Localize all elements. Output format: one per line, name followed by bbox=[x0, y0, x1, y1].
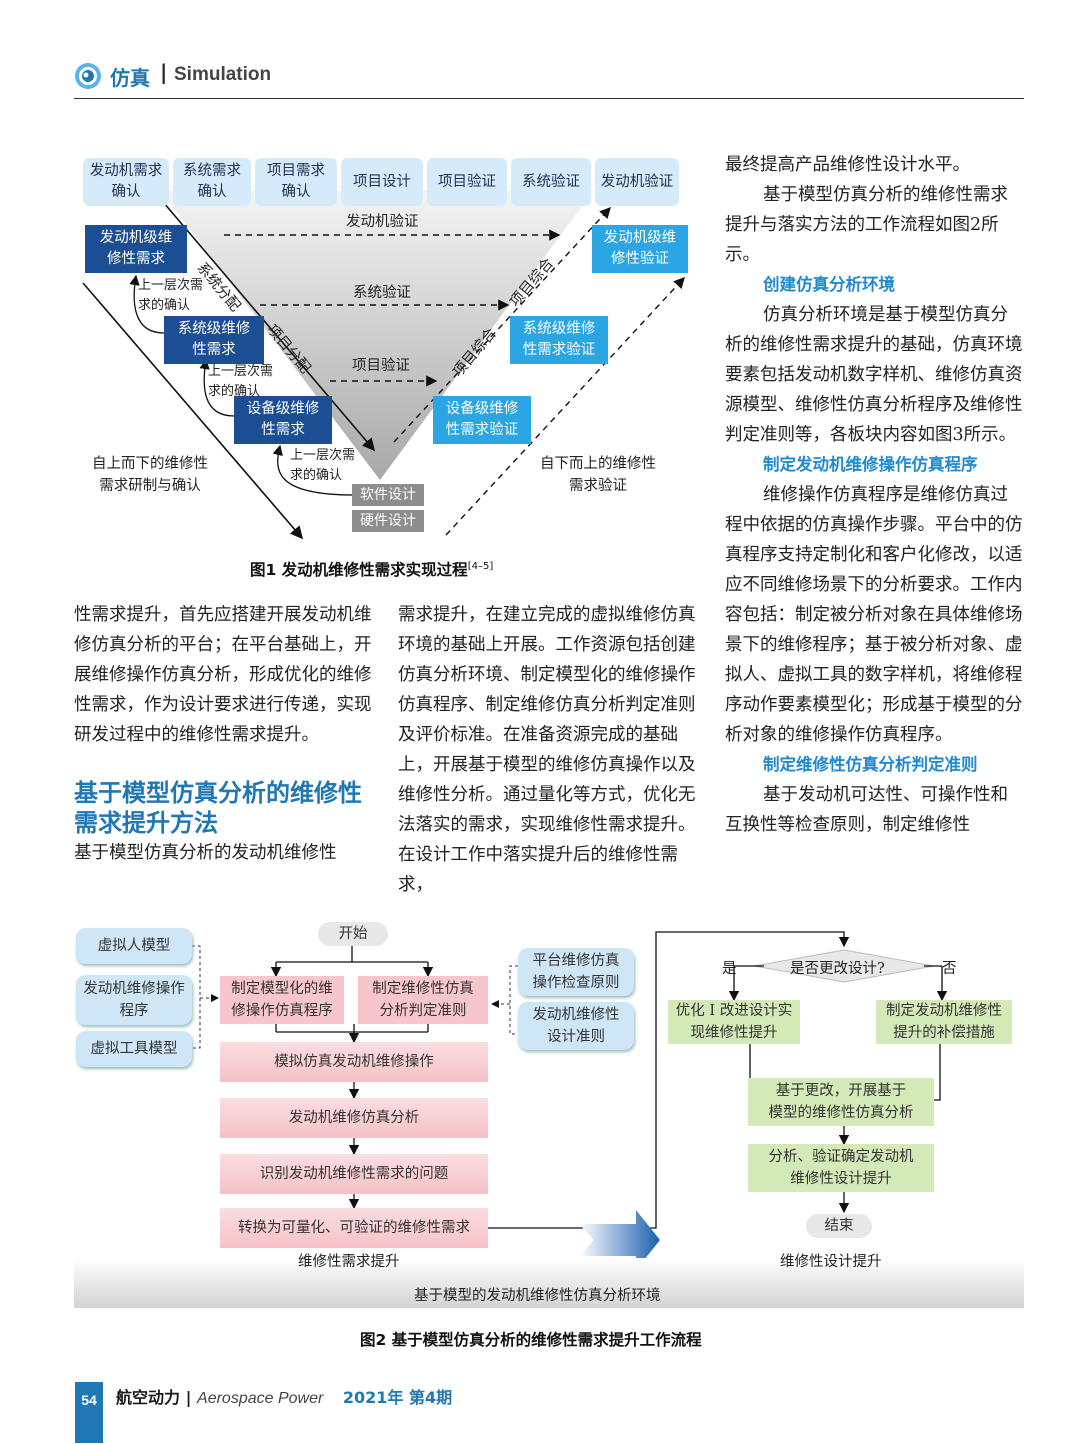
figure1-caption: 图1 发动机维修性需求实现过程[4–5] bbox=[250, 560, 494, 579]
right-flow-title: 维修性设计提升 bbox=[780, 1254, 882, 1270]
label-system-verify: 系统验证 bbox=[353, 285, 411, 301]
header-rule bbox=[74, 98, 1024, 99]
input-virtual-tool-model: 虚拟工具模型 bbox=[76, 1031, 192, 1067]
equipment-maintainability-requirement: 设备级维修 性需求 bbox=[234, 396, 332, 444]
step-convert-requirements: 转换为可量化、可验证的维修性需求 bbox=[220, 1208, 488, 1248]
step-simulate-operation: 模拟仿真发动机维修操作 bbox=[220, 1042, 488, 1082]
figure1-lines bbox=[82, 190, 685, 540]
yes-improve-design: 优化 I 改进设计实 现维修性提升 bbox=[668, 1000, 800, 1044]
input-platform-check-principle: 平台维修仿真 操作检查原则 bbox=[518, 948, 634, 996]
col3-p4: 维修操作仿真程序是维修仿真过程中依据的仿真操作步骤。平台中的仿真程序支持定制化和… bbox=[725, 485, 1023, 745]
top-engine-requirement-confirm: 发动机需求 确认 bbox=[83, 158, 169, 206]
verify-design-improvement: 分析、验证确定发动机 维修性设计提升 bbox=[748, 1144, 934, 1192]
prep-simulation-program: 制定模型化的维 修操作仿真程序 bbox=[220, 976, 344, 1024]
col3-p1: 最终提高产品维修性设计水平。 bbox=[725, 155, 970, 175]
col3-p2: 基于模型仿真分析的维修性需求提升与落实方法的工作流程如图2所示。 bbox=[725, 185, 1008, 265]
engine-maintainability-verify: 发动机级维 修性验证 bbox=[592, 225, 688, 273]
note-upper-confirm-3: 上一层次需 求的确认 bbox=[290, 448, 356, 483]
subheading-criteria: 制定维修性仿真分析判定准则 bbox=[763, 755, 978, 774]
journal-name-en: Aerospace Power bbox=[197, 1390, 324, 1407]
subheading-operation-program: 制定发动机维修操作仿真程序 bbox=[763, 455, 978, 474]
v-triangle bbox=[160, 190, 594, 480]
system-maintainability-verify: 系统级维修 性需求验证 bbox=[510, 316, 608, 364]
header-section-cn: 仿真 bbox=[110, 66, 150, 90]
step-simulation-analysis: 发动机维修仿真分析 bbox=[220, 1098, 488, 1138]
label-engine-verify: 发动机验证 bbox=[346, 214, 419, 230]
top-item-requirement-confirm: 项目需求 确认 bbox=[255, 158, 337, 206]
journal-name-cn: 航空动力 bbox=[116, 1388, 181, 1407]
label-bottom-up: 自下而上的维修性 需求验证 bbox=[540, 456, 656, 494]
page-number: 54 bbox=[75, 1382, 103, 1443]
note-upper-confirm-1: 上一层次需 求的确认 bbox=[138, 278, 204, 313]
input-virtual-human-model: 虚拟人模型 bbox=[76, 928, 192, 964]
step-identify-problems: 识别发动机维修性需求的问题 bbox=[220, 1154, 488, 1194]
figure2-caption: 图2 基于模型仿真分析的维修性需求提升工作流程 bbox=[360, 1331, 702, 1349]
no-compensation-measures: 制定发动机维修性 提升的补偿措施 bbox=[876, 1000, 1012, 1044]
journal-issue: 2021年 第4期 bbox=[342, 1388, 453, 1407]
env-band-label: 基于模型的发动机维修性仿真分析环境 bbox=[414, 1288, 661, 1304]
big-flow-arrow bbox=[579, 1210, 660, 1258]
col1-tail: 基于模型仿真分析的发动机维修性 bbox=[74, 843, 337, 863]
input-engine-maintenance-program: 发动机维修操作 程序 bbox=[76, 975, 192, 1025]
subheading-create-env: 创建仿真分析环境 bbox=[763, 275, 895, 294]
col3-p3: 仿真分析环境是基于模型仿真分析的维修性需求提升的基础，仿真环境要素包括发动机数字… bbox=[725, 305, 1023, 445]
section-heading: 基于模型仿真分析的维修性需求提升方法 bbox=[74, 779, 362, 837]
system-maintainability-requirement: 系统级维修 性需求 bbox=[164, 316, 264, 364]
top-item-verify: 项目验证 bbox=[427, 158, 507, 206]
column-3: 最终提高产品维修性设计水平。 基于模型仿真分析的维修性需求提升与落实方法的工作流… bbox=[725, 150, 1025, 840]
software-design: 软件设计 bbox=[352, 484, 424, 506]
label-item-verify: 项目验证 bbox=[352, 358, 410, 374]
decision-no: 否 bbox=[942, 961, 957, 977]
journal-sep: | bbox=[185, 1388, 192, 1407]
flow-end: 结束 bbox=[806, 1214, 872, 1238]
journal-logo-icon bbox=[75, 63, 101, 89]
journal-footer: 航空动力 | Aerospace Power 2021年 第4期 bbox=[116, 1384, 452, 1408]
header-section-en: Simulation bbox=[174, 64, 272, 85]
decision-change-design: 是否更改设计? bbox=[790, 961, 885, 977]
top-engine-verify: 发动机验证 bbox=[595, 158, 679, 206]
col3-p5: 基于发动机可达性、可操作性和互换性等检查原则，制定维修性 bbox=[725, 785, 1008, 835]
header-separator: | bbox=[160, 60, 168, 84]
engine-maintainability-requirement: 发动机级维 修性需求 bbox=[85, 225, 187, 273]
hardware-design: 硬件设计 bbox=[352, 510, 424, 532]
label-top-down: 自上而下的维修性 需求研制与确认 bbox=[92, 456, 208, 494]
input-design-criteria: 发动机维修性 设计准则 bbox=[518, 1002, 634, 1050]
left-flow-title: 维修性需求提升 bbox=[298, 1254, 400, 1270]
equipment-maintainability-verify: 设备级维修 性需求验证 bbox=[433, 396, 531, 444]
col1-paragraph: 性需求提升，首先应搭建开展发动机维修仿真分析的平台；在平台基础上，开展维修操作仿… bbox=[74, 605, 372, 745]
flow-start: 开始 bbox=[318, 922, 388, 946]
decision-yes: 是 bbox=[722, 961, 737, 977]
merge-simulation-analysis: 基于更改，开展基于 模型的维修性仿真分析 bbox=[748, 1078, 934, 1126]
env-band-bg bbox=[74, 1258, 1024, 1308]
top-item-design: 项目设计 bbox=[341, 158, 423, 206]
prep-judgment-criteria: 制定维修性仿真 分析判定准则 bbox=[358, 976, 488, 1024]
top-system-requirement-confirm: 系统需求 确认 bbox=[173, 158, 251, 206]
column-2: 需求提升，在建立完成的虚拟维修仿真环境的基础上开展。工作资源包括创建仿真分析环境… bbox=[398, 600, 700, 900]
column-1: 性需求提升，首先应搭建开展发动机维修仿真分析的平台；在平台基础上，开展维修操作仿… bbox=[74, 600, 374, 868]
note-upper-confirm-2: 上一层次需 求的确认 bbox=[208, 364, 274, 399]
top-system-verify: 系统验证 bbox=[511, 158, 591, 206]
col2-paragraph: 需求提升，在建立完成的虚拟维修仿真环境的基础上开展。工作资源包括创建仿真分析环境… bbox=[398, 605, 696, 895]
